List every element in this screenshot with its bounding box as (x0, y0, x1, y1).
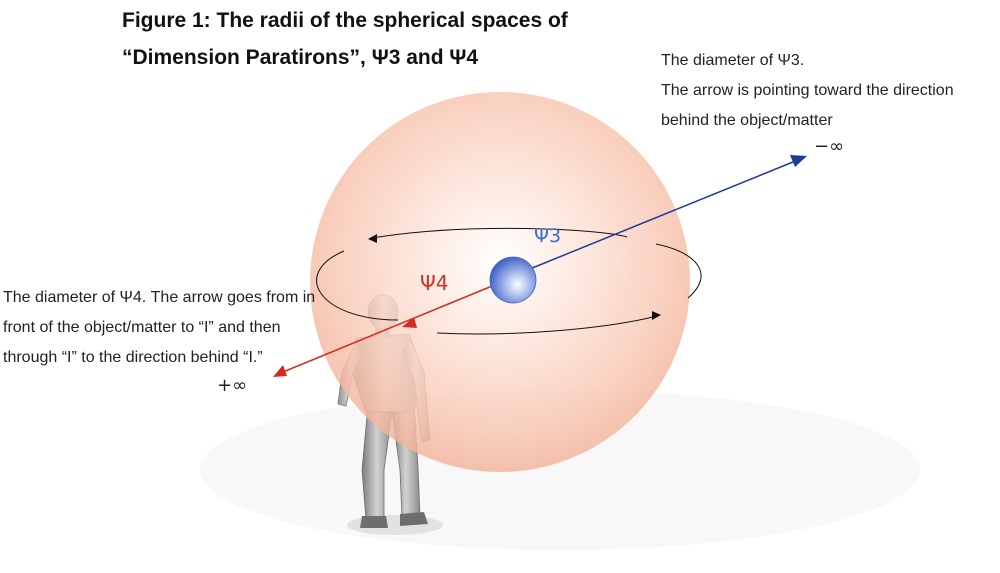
psi4-description-line-3: through “I” to the direction behind “I.” (3, 349, 263, 366)
psi4-arrowhead (273, 365, 287, 377)
psi4-description: The diameter of Ψ4. The arrow goes from … (3, 283, 315, 373)
orbit-arrowhead-bottom (652, 311, 661, 320)
figure-title-line-2: “Dimension Paratirons”, Ψ3 and Ψ4 (122, 46, 479, 69)
psi3-label: Ψ3 (534, 225, 562, 247)
psi4-diameter-arrow (282, 283, 498, 373)
psi3-description-line-3: behind the object/matter (661, 112, 833, 129)
psi4-description-line-1: The diameter of Ψ4. The arrow goes from … (3, 289, 316, 306)
psi4-label: Ψ4 (420, 271, 449, 295)
psi4-description-line-2: front of the object/matter to “I” and th… (3, 319, 281, 336)
object-matter-core (489, 256, 537, 304)
psi3-description-line-2: The arrow is pointing toward the directi… (661, 82, 954, 99)
plus-infinity-label: +∞ (217, 375, 248, 396)
psi3-description: The diameter of Ψ3. The arrow is pointin… (661, 46, 954, 136)
psi3-description-line-1: The diameter of Ψ3. (661, 52, 805, 69)
orbit-ring (316, 227, 702, 335)
psi4-arrowhead-mid (402, 317, 417, 328)
figure-title-line-1: Figure 1: The radii of the spherical spa… (122, 9, 568, 32)
figure-title: Figure 1: The radii of the spherical spa… (122, 2, 682, 76)
psi3-arrowhead (790, 155, 807, 167)
minus-infinity-label: −∞ (814, 136, 845, 157)
orbit-arrowhead-top (368, 234, 377, 243)
psi3-diameter-arrow (519, 161, 794, 274)
